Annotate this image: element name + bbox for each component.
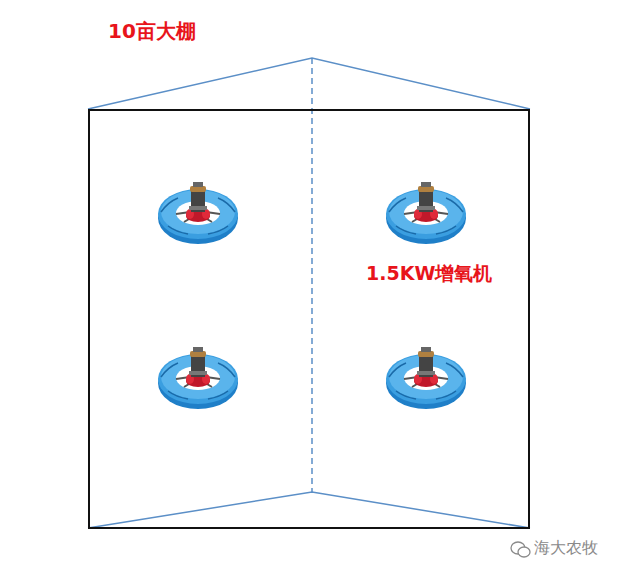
greenhouse-title: 10亩大棚 [108,20,196,42]
aerator-label: 1.5KW增氧机 [366,263,492,284]
watermark: 海大农牧 [534,539,598,557]
